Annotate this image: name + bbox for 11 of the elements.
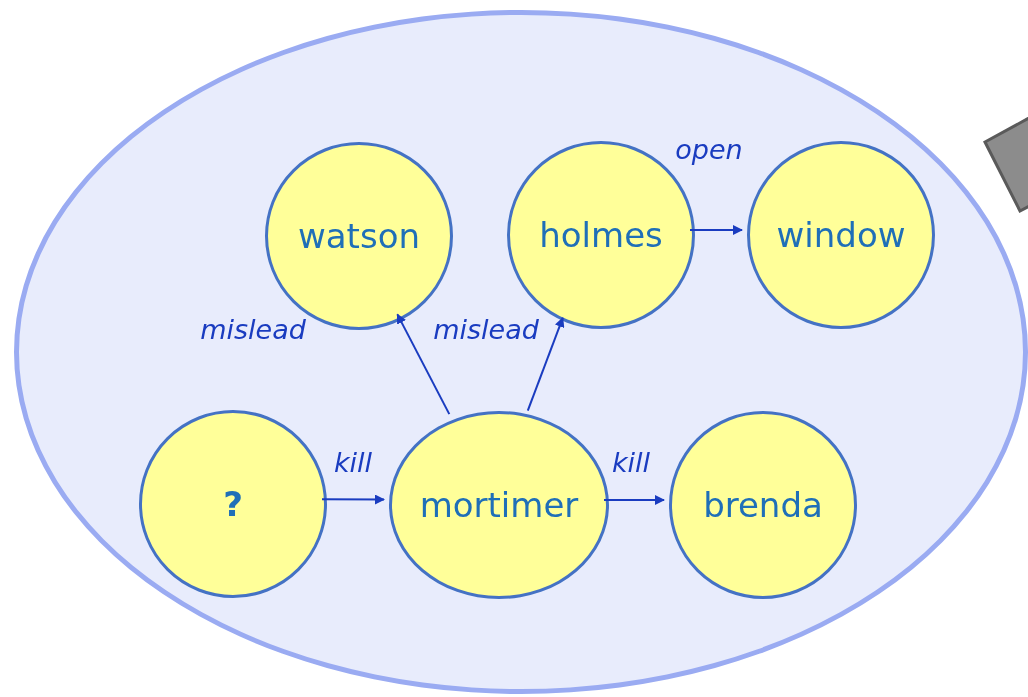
arrow bbox=[689, 225, 743, 235]
arrow bbox=[321, 494, 385, 505]
node-label: brenda bbox=[703, 485, 823, 525]
node-label: ? bbox=[223, 484, 243, 524]
arrow bbox=[603, 495, 665, 505]
arrow bbox=[526, 316, 565, 412]
node-label: holmes bbox=[539, 215, 663, 255]
arrow bbox=[396, 313, 451, 416]
node-label: window bbox=[776, 215, 906, 255]
node-label: watson bbox=[297, 216, 420, 256]
node-label: mortimer bbox=[419, 485, 579, 525]
